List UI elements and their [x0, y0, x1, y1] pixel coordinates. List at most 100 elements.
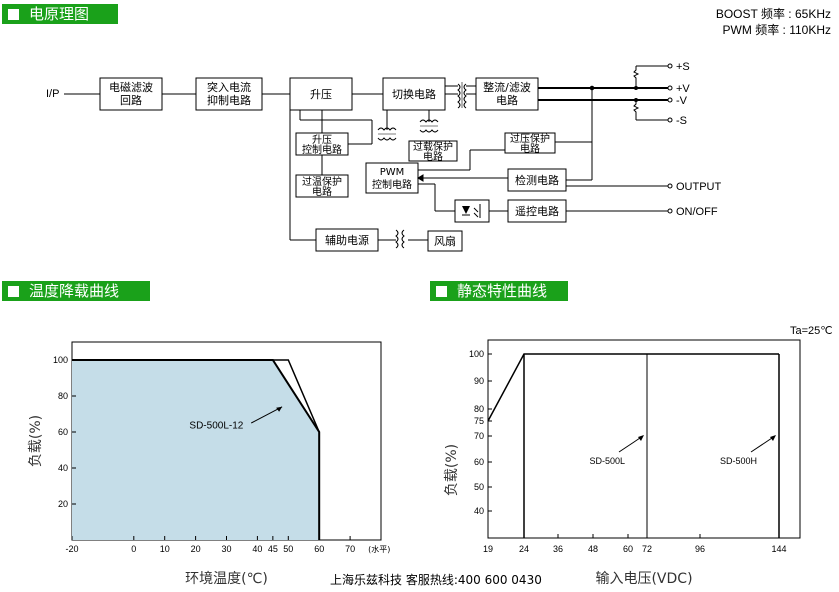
otp-label-2: 电路	[312, 185, 332, 198]
x-tick-label: 45	[268, 544, 278, 554]
ovp-label-1: 过压保护	[510, 132, 550, 145]
inrush-label-2: 抑制电路	[207, 93, 251, 107]
y-tick-label: 20	[58, 499, 68, 509]
static-chart: 40 50 60 70 75 80 90 100 19 24 36 48 60 72 96 144 SD-500…	[444, 339, 801, 587]
y-tick-label: 80	[58, 391, 68, 401]
y-tick-label: 100	[469, 349, 484, 359]
x-tick-label: 40	[252, 544, 262, 554]
derating-title: 温度降载曲线	[29, 282, 120, 300]
y-tick-label: 60	[474, 457, 484, 467]
x-unit-label: (水平)	[368, 544, 390, 554]
marker-arrow	[750, 435, 776, 453]
marker-label: SD-500H	[720, 456, 757, 466]
x-tick-label: 48	[588, 544, 598, 554]
static-xlabel: 输入电压(VDC)	[595, 571, 692, 587]
emi-filter-label-2: 回路	[120, 94, 142, 107]
emi-filter-label-1: 电磁滤波	[109, 81, 153, 94]
x-tick-label: 30	[221, 544, 231, 554]
y-tick-label: 75	[474, 416, 484, 426]
rectifier-label-1: 整流/滤波	[483, 80, 531, 94]
y-tick-label: 60	[58, 427, 68, 437]
inrush-label-1: 突入电流	[207, 80, 251, 94]
olp-block	[408, 140, 458, 162]
boost-control-label-2: 控制电路	[302, 143, 342, 156]
plus-v-terminal: +V	[676, 83, 690, 95]
marker-arrow	[618, 435, 644, 453]
schematic-title: 电原理图	[29, 5, 90, 23]
marker-arrowhead	[770, 435, 776, 441]
fan-block	[427, 230, 463, 252]
minus-s-terminal: -S	[676, 115, 687, 127]
ambient-temperature-note: Ta=25℃	[790, 325, 833, 337]
x-tick-label: 0	[131, 544, 136, 554]
y-tick-label: 50	[474, 482, 484, 492]
boost-frequency: BOOST 频率 : 65KHz	[715, 7, 831, 21]
x-tick-label: 10	[160, 544, 170, 554]
pwm-frequency: PWM 频率 : 110KHz	[722, 23, 831, 37]
minus-v-terminal: -V	[676, 95, 688, 107]
x-tick-label: -20	[65, 544, 78, 554]
pwm-label-1: PWM	[380, 167, 405, 178]
otp-label-1: 过温保护	[302, 175, 342, 188]
switching-label: 切换电路	[392, 87, 436, 101]
derating-line-outer	[72, 359, 320, 540]
y-tick-label: 70	[474, 431, 484, 441]
x-tick-label: 70	[345, 544, 355, 554]
derating-header: 温度降载曲线	[2, 281, 150, 301]
derating-ylabel: 负载(%)	[28, 415, 44, 467]
y-tick-label: 40	[474, 506, 484, 516]
aux-label: 辅助电源	[325, 233, 369, 247]
static-header: 静态特性曲线	[430, 281, 568, 301]
marker-label: SD-500L	[589, 456, 625, 466]
y-tick-label: 80	[474, 404, 484, 414]
y-tick-label: 100	[53, 355, 68, 365]
x-tick-label: 60	[314, 544, 324, 554]
ovp-label-2: 电路	[520, 142, 540, 155]
hotline-text: 上海乐兹科技 客服热线:400 600 0430	[330, 573, 542, 587]
remote-label: 遥控电路	[515, 204, 559, 218]
x-tick-label: 50	[283, 544, 293, 554]
ovp-block	[504, 132, 556, 154]
frequency-info: BOOST 频率 : 65KHz PWM 频率 : 110KHz	[716, 6, 831, 38]
derating-area	[72, 360, 320, 540]
x-tick-label: 36	[553, 544, 563, 554]
detect-label: 检测电路	[515, 173, 559, 187]
olp-label-1: 过载保护	[413, 140, 453, 153]
onoff-terminal: ON/OFF	[676, 206, 718, 218]
square-icon	[8, 285, 19, 297]
annotation-arrow	[250, 406, 283, 424]
static-plot-frame	[487, 339, 801, 539]
optocoupler-block	[454, 199, 490, 223]
static-line	[487, 353, 779, 422]
x-tick-label: 24	[519, 544, 529, 554]
series-label-sd500l12: SD-500L-12	[189, 420, 243, 431]
x-tick-label: 60	[623, 544, 633, 554]
boost-control-label-1: 升压	[312, 134, 332, 146]
input-terminal-label: I/P	[46, 88, 59, 100]
x-tick-label: 96	[695, 544, 705, 554]
plus-s-terminal: +S	[676, 61, 690, 73]
rectifier-label-2: 电路	[496, 94, 518, 107]
boost-label: 升压	[310, 88, 332, 101]
static-ylabel: 负载(%)	[444, 444, 460, 496]
x-tick-label: 19	[483, 544, 493, 554]
y-tick-label: 40	[58, 463, 68, 473]
square-icon	[8, 8, 19, 20]
schematic-header: 电原理图	[2, 4, 118, 24]
y-tick-label: 90	[474, 376, 484, 386]
derating-plot-frame	[71, 341, 382, 541]
fan-label: 风扇	[434, 234, 456, 248]
static-title: 静态特性曲线	[457, 282, 548, 300]
x-tick-label: 20	[191, 544, 201, 554]
derating-line-main	[72, 359, 321, 540]
square-icon	[436, 285, 447, 297]
derating-chart: 20 40 60 80 100 -20 0 10 20 30 40 45 50 60 70 (水平) SD-50…	[28, 341, 390, 587]
marker-arrowhead	[638, 435, 644, 441]
x-tick-label: 72	[642, 544, 652, 554]
output-terminal: OUTPUT	[676, 181, 722, 193]
x-tick-label: 144	[771, 544, 786, 554]
pwm-label-2: 控制电路	[372, 178, 412, 191]
derating-xlabel: 环境温度(℃)	[185, 571, 268, 587]
annotation-arrowhead	[276, 406, 283, 412]
olp-label-2: 电路	[423, 150, 443, 163]
